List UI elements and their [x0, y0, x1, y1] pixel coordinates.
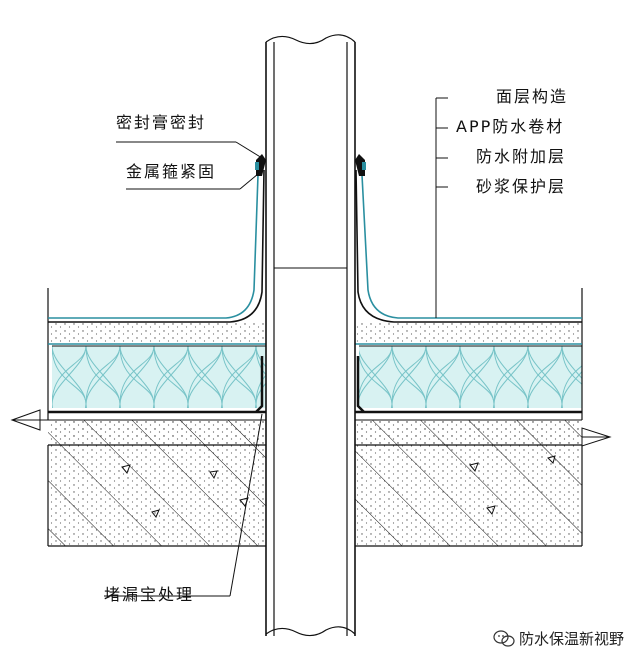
label-plugging: 堵漏宝处理	[104, 585, 195, 604]
watermark: 防水保温新视野	[493, 628, 624, 649]
pipe	[265, 34, 356, 638]
label-app-membrane: APP防水卷材	[456, 117, 565, 136]
watermark-text: 防水保温新视野	[518, 630, 624, 648]
insulation-layer	[52, 345, 582, 408]
waterproof-membranes	[48, 169, 582, 413]
mortar-protection-layer	[47, 288, 583, 420]
label-surface-layer: 面层构造	[496, 87, 569, 106]
wechat-icon	[493, 629, 515, 647]
label-metal-hoop: 金属箍紧固	[126, 162, 217, 181]
label-mortar-layer: 砂浆保护层	[476, 177, 567, 196]
leader-lines	[104, 97, 448, 597]
screed-layer	[48, 420, 582, 445]
base-membrane	[10, 409, 612, 447]
label-additional-layer: 防水附加层	[476, 147, 567, 166]
label-sealant: 密封膏密封	[116, 113, 207, 132]
metal-hoop-clamps	[255, 154, 366, 176]
